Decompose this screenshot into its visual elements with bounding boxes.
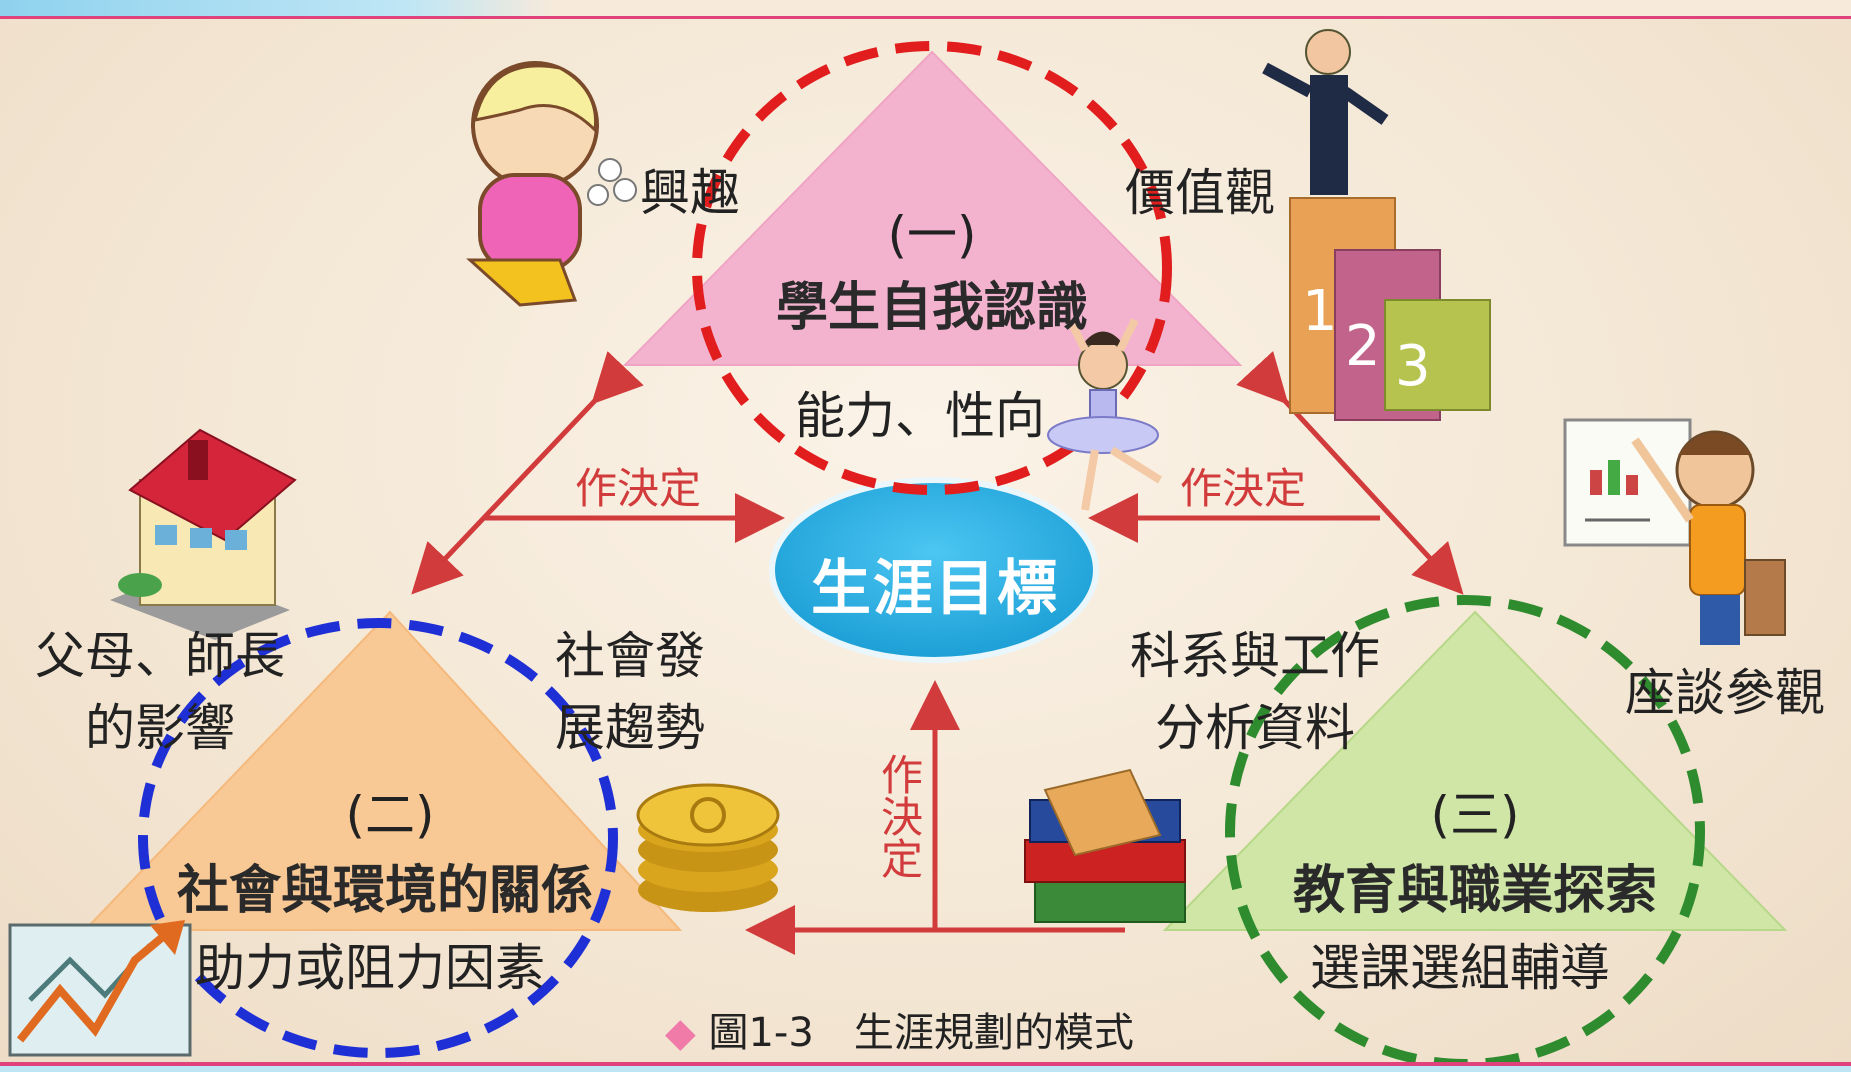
triangle-education [1162, 610, 1788, 931]
caption-diamond-icon: ◆ [665, 1010, 696, 1056]
decision-label-left: 作決定 [575, 464, 702, 513]
arrow-top-right [1236, 350, 1464, 595]
label-dept-line2: 分析資料 [1155, 699, 1355, 757]
figure-caption: ◆ 圖1-3 生涯規劃的模式 [665, 1000, 1134, 1058]
bottom-frame [0, 1066, 1851, 1072]
triangle-society [82, 610, 683, 931]
label-parents-line1: 父母、師長 [35, 627, 285, 685]
triangle-self-awareness-title: 學生自我認識 [775, 278, 1088, 338]
teacher-board-icon [1563, 418, 1786, 645]
house-icon [110, 428, 297, 640]
bottom-frame-line [0, 1062, 1851, 1066]
svg-text:2: 2 [1345, 314, 1381, 379]
label-society-line1: 社會發 [555, 627, 705, 685]
ballerina-icon [1047, 318, 1163, 511]
decision-label-bottom: 作 決 定 [880, 751, 923, 884]
label-dept-line1: 科系與工作 [1130, 627, 1380, 685]
triangle-society-title: 社會與環境的關係 [176, 861, 593, 921]
label-values: 價值觀 [1125, 164, 1275, 222]
triangle-self-awareness-number: (一) [887, 206, 977, 264]
label-parents-line2: 的影響 [85, 699, 235, 757]
svg-text:1: 1 [1302, 279, 1338, 344]
top-frame-line [0, 16, 1851, 19]
decision-label-right: 作決定 [1180, 464, 1307, 513]
svg-text:3: 3 [1395, 334, 1431, 399]
label-ability: 能力、性向 [795, 387, 1045, 445]
goal-ellipse [769, 477, 1099, 663]
growth-chart-icon [8, 920, 192, 1057]
caption-text: 圖1-3 生涯規劃的模式 [708, 1010, 1134, 1056]
highlight-circle-red [692, 41, 1172, 495]
triangle-education-title: 教育與職業探索 [1292, 861, 1657, 921]
books-icon [1024, 768, 1186, 923]
girl-with-flowers-icon [466, 61, 637, 307]
label-help-factors: 助力或阻力因素 [195, 939, 545, 997]
highlight-circle-blue [138, 618, 618, 1058]
label-course-guidance: 選課選組輔導 [1310, 939, 1610, 997]
arrow-top-left [411, 351, 644, 595]
podium-man-icon: 1 2 3 [1262, 29, 1491, 421]
triangle-education-number: (三) [1430, 786, 1520, 844]
coins-icon [636, 783, 780, 912]
label-visit: 座談參觀 [1625, 664, 1825, 722]
triangle-self-awareness [622, 50, 1243, 366]
label-interest: 興趣 [640, 164, 740, 222]
top-frame [0, 0, 1851, 17]
label-society-line2: 展趨勢 [555, 699, 705, 757]
triangle-society-number: (二) [345, 786, 435, 844]
career-goal-label: 生涯目標 [811, 554, 1059, 624]
